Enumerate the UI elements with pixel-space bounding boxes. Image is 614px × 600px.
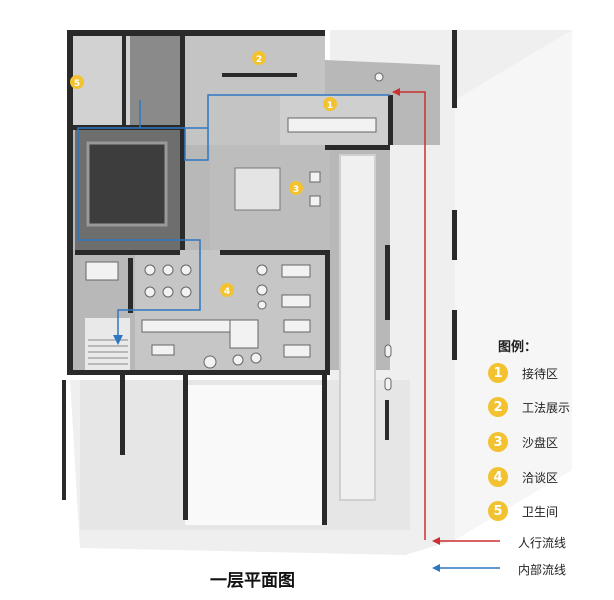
area-marker-1: 1 [323,97,337,111]
furniture [85,72,392,391]
plan-caption: 一层平面图 [210,571,295,591]
legend-item-label: 洽谈区 [522,470,559,485]
outdoor-court [185,385,325,525]
visitor-flow-legend-arrow [432,537,440,545]
internal-flow-label: 内部流线 [518,563,567,577]
stair-treads [88,79,146,365]
visitor-flow-label: 人行流线 [518,536,567,550]
landscape-diagonal [455,30,572,540]
legend-item-construction: 2 工法展示 [488,396,570,418]
legend-badge: 1 [488,363,508,383]
legend-item-label: 沙盘区 [522,435,559,450]
legend-badge: 4 [488,467,508,487]
svg-text:5: 5 [74,79,80,89]
legend-item-label: 工法展示 [522,400,571,415]
legend-item-reception: 1 接待区 [488,362,558,384]
internal-flow-arrowhead [113,335,123,345]
internal-flow-branch [184,128,209,161]
internal-flow-legend-arrow [432,564,440,572]
legend-badge: 5 [488,501,508,521]
svg-text:3: 3 [293,185,299,195]
svg-text:2: 2 [256,55,262,65]
area-marker-2: 2 [252,51,266,65]
visitor-flow-arrowhead [392,88,400,96]
svg-text:4: 4 [224,287,230,297]
legend: 图例： 1 接待区 2 工法展示 3 沙盘区 4 洽谈区 5 卫生间 [488,336,608,521]
legend-item-sandtable: 3 沙盘区 [488,431,558,453]
svg-text:1: 1 [327,101,333,111]
courtyard-pool [86,141,168,227]
legend-item-negotiation: 4 洽谈区 [488,466,558,488]
area-marker-4: 4 [220,283,234,297]
sandtable-model [234,167,281,211]
area-marker-3: 3 [289,181,303,195]
long-pool [339,154,376,501]
area-marker-5: 5 [70,75,84,89]
legend-title: 图例： [498,340,538,355]
visitor-flow-line [397,91,426,540]
legend-badge: 3 [488,432,508,452]
legend-item-label: 接待区 [522,366,559,381]
internal-flow-line [77,94,390,340]
legend-badge: 2 [488,397,508,417]
legend-item-label: 卫生间 [522,504,559,519]
legend-item-toilet: 5 卫生间 [488,500,558,522]
